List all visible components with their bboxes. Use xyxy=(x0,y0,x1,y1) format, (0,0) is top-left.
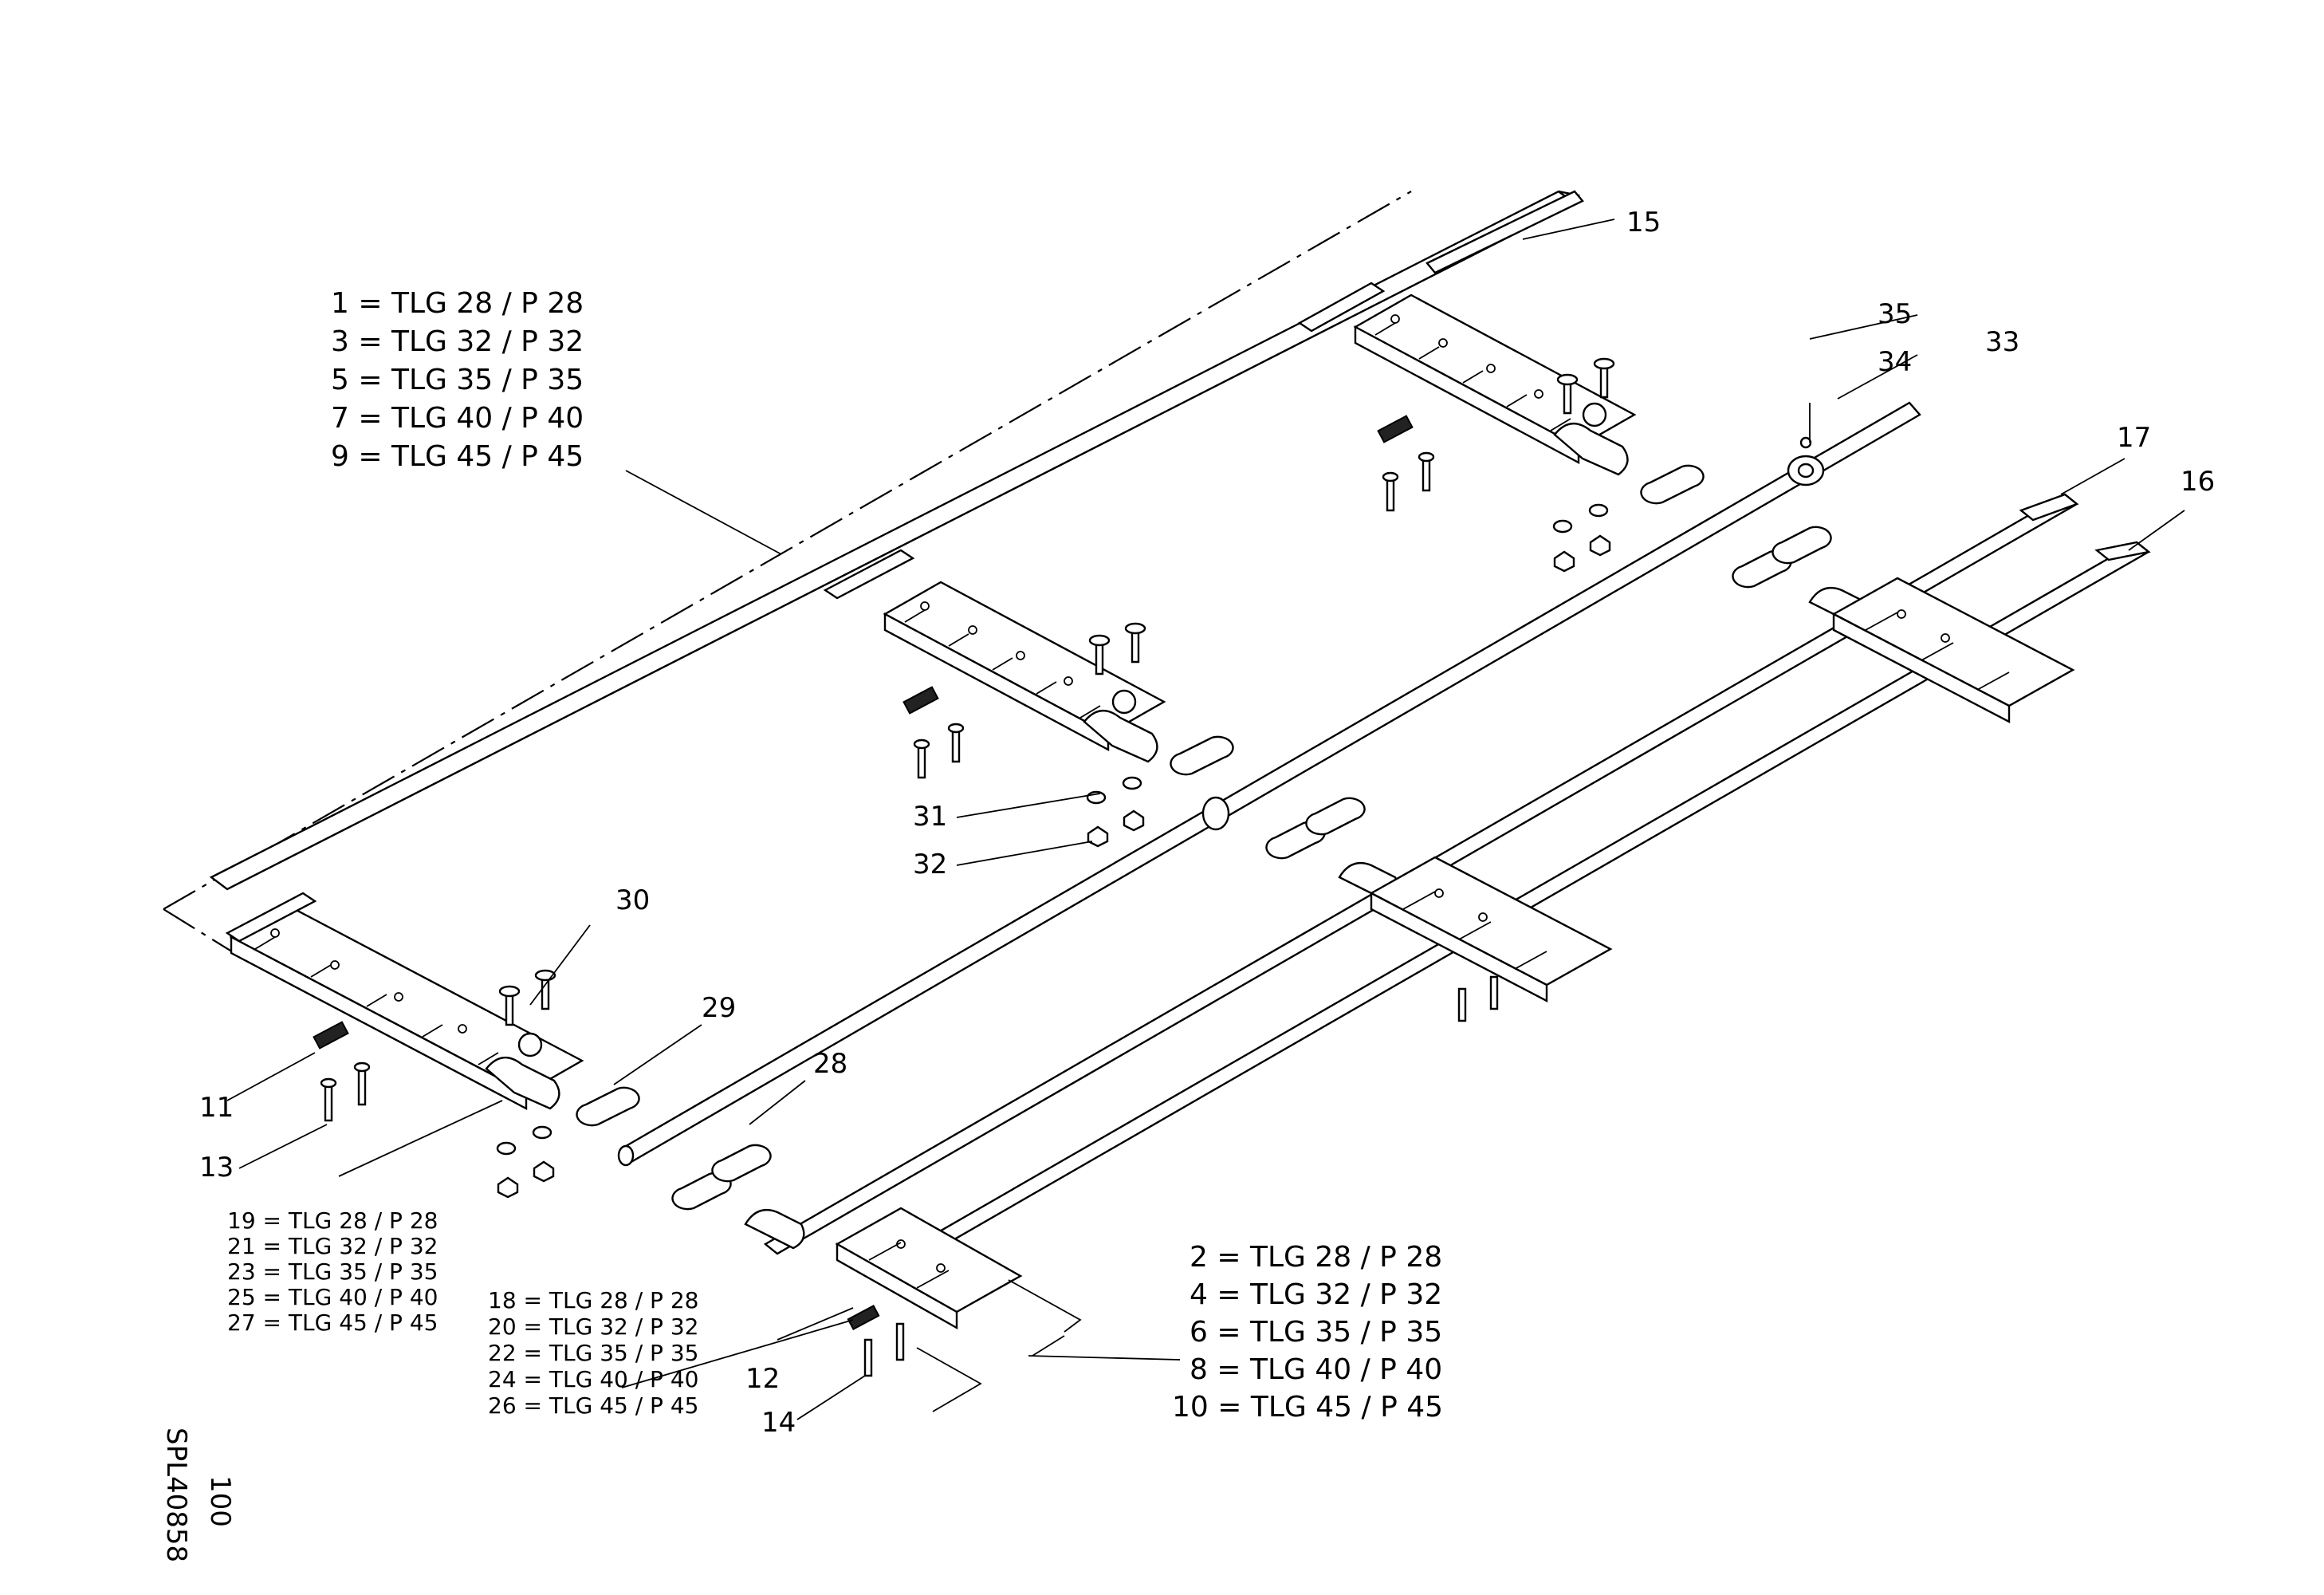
drawing-code: SPL40858 xyxy=(160,1428,192,1562)
legend-bottom-left-a: 19 = TLG 28 / P 28 21 = TLG 32 / P 32 23… xyxy=(227,1207,438,1336)
callout-31: 31 xyxy=(913,801,947,833)
legend-line: 27 = TLG 45 / P 45 xyxy=(227,1309,438,1336)
legend-line: 5 = TLG 35 / P 35 xyxy=(331,364,584,396)
legend-line: 9 = TLG 45 / P 45 xyxy=(331,440,584,473)
lower-bracket-right xyxy=(1808,577,2075,723)
callout-35: 35 xyxy=(1878,298,1912,330)
callout-33: 33 xyxy=(1985,326,2019,358)
callout-15: 15 xyxy=(1626,207,1661,238)
upper-bracket-middle xyxy=(823,549,1166,763)
callout-17: 17 xyxy=(2117,422,2151,454)
callout-29: 29 xyxy=(702,992,736,1024)
lower-bracket-left xyxy=(744,1207,1023,1377)
callout-11: 11 xyxy=(199,1092,234,1124)
legend-line: 25 = TLG 40 / P 40 xyxy=(227,1284,438,1310)
legend-line: 18 = TLG 28 / P 28 xyxy=(488,1287,698,1313)
callout-labels: 15 35 34 33 17 16 31 32 30 29 28 11 13 1… xyxy=(199,207,2215,1439)
scale-value: 100 xyxy=(204,1475,236,1527)
legend-line: 6 = TLG 35 / P 35 xyxy=(1190,1316,1442,1349)
legend-line: 19 = TLG 28 / P 28 xyxy=(227,1207,438,1234)
legend-bottom-right: 2 = TLG 28 / P 28 4 = TLG 32 / P 32 6 = … xyxy=(1172,1241,1443,1424)
callout-34: 34 xyxy=(1878,346,1912,378)
callout-14: 14 xyxy=(761,1407,796,1439)
upper-bracket-left xyxy=(225,892,584,1110)
legend-line: 2 = TLG 28 / P 28 xyxy=(1190,1241,1442,1274)
callout-16: 16 xyxy=(2180,466,2215,498)
legend-line: 23 = TLG 35 / P 35 xyxy=(227,1258,438,1285)
legend-line: 10 = TLG 45 / P 45 xyxy=(1172,1391,1443,1424)
legend-line: 3 = TLG 32 / P 32 xyxy=(331,325,584,358)
upper-rail-assembly xyxy=(209,190,1637,1110)
upper-hardware xyxy=(320,357,1705,1199)
lower-bracket-middle xyxy=(1338,856,1613,1022)
callout-28: 28 xyxy=(813,1048,847,1080)
middle-shaft xyxy=(617,401,1921,1167)
legend-top-left: 1 = TLG 28 / P 28 3 = TLG 32 / P 32 5 = … xyxy=(331,287,584,473)
legend-line: 20 = TLG 32 / P 32 xyxy=(488,1313,698,1340)
legend-line: 4 = TLG 32 / P 32 xyxy=(1190,1278,1442,1311)
legend-line: 22 = TLG 35 / P 35 xyxy=(488,1340,698,1366)
legend-bottom-left-b: 18 = TLG 28 / P 28 20 = TLG 32 / P 32 22… xyxy=(488,1287,698,1419)
callout-32: 32 xyxy=(913,849,947,880)
legend-line: 7 = TLG 40 / P 40 xyxy=(331,402,584,435)
legend-line: 21 = TLG 32 / P 32 xyxy=(227,1233,438,1259)
legend-line: 24 = TLG 40 / P 40 xyxy=(488,1366,698,1392)
leader-lines xyxy=(226,219,2185,1420)
lower-rail-assembly xyxy=(671,493,2151,1412)
legend-line: 26 = TLG 45 / P 45 xyxy=(488,1392,698,1419)
drawing-code-block: SPL40858 100 xyxy=(160,1428,236,1562)
callout-12: 12 xyxy=(745,1363,780,1395)
callout-13: 13 xyxy=(199,1152,234,1183)
legend-line: 1 = TLG 28 / P 28 xyxy=(331,287,584,320)
callout-30: 30 xyxy=(615,884,650,916)
legend-line: 8 = TLG 40 / P 40 xyxy=(1190,1353,1442,1386)
